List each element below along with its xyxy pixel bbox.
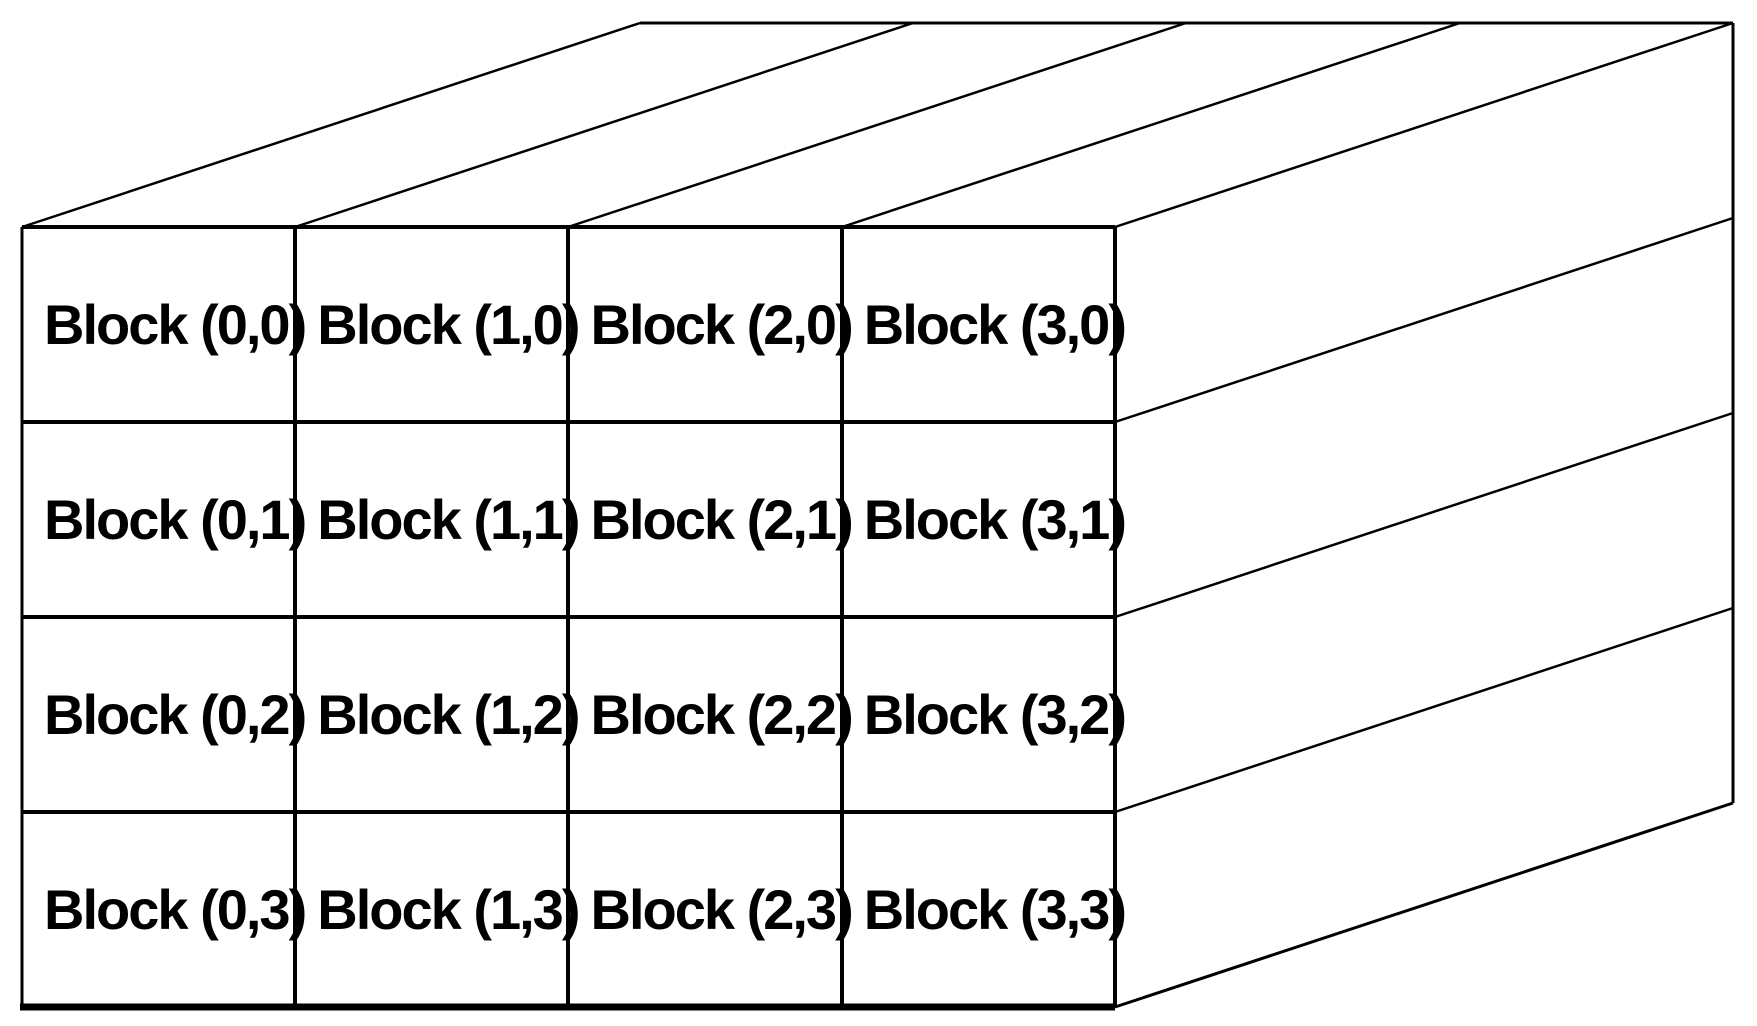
block-label: Block (1,3) [317,878,580,941]
block-label: Block (2,2) [590,683,854,746]
block-label: Block (0,0) [44,293,307,356]
bottom-back-edge [1114,801,1734,1009]
block-label: Block (1,1) [317,488,580,551]
right-depth-line-1 [1114,216,1734,424]
top-depth-line-3 [841,21,1461,229]
block-cell-r3-c2: Block (2,3) [569,812,854,1007]
top-face-depth-lines [21,21,1734,229]
top-right-corner-depth-line [1114,21,1734,229]
top-depth-line-2 [567,21,1187,229]
block-cell-r2-c0: Block (0,2) [22,617,307,812]
block-cell-r3-c3: Block (3,3) [842,812,1127,1007]
right-depth-line-2 [1114,411,1734,619]
block-cell-r0-c3: Block (3,0) [842,227,1127,422]
block-label: Block (1,0) [317,293,580,356]
front-grid-horizontal-lines [20,225,1115,1011]
block-cell-r3-c1: Block (1,3) [295,812,580,1007]
block-label: Block (3,0) [863,293,1127,356]
block-cell-r1-c0: Block (0,1) [22,422,307,617]
block-cell-r3-c0: Block (0,3) [22,812,307,1007]
block-label: Block (2,1) [590,488,854,551]
block-label: Block (0,2) [44,683,307,746]
block-label: Block (2,3) [590,878,854,941]
block-label: Block (0,3) [44,878,307,941]
top-depth-line-1 [294,21,914,229]
block-cell-r2-c3: Block (3,2) [842,617,1127,812]
block-label: Block (0,1) [44,488,307,551]
block-cell-r1-c2: Block (2,1) [569,422,854,617]
block-label: Block (1,2) [317,683,580,746]
block-cell-r0-c0: Block (0,0) [22,227,307,422]
block-cell-r0-c2: Block (2,0) [569,227,854,422]
right-depth-line-3 [1114,606,1734,814]
block-label: Block (2,0) [590,293,854,356]
top-depth-line-0 [21,21,641,229]
block-cell-r1-c1: Block (1,1) [295,422,580,617]
block-label: Block (3,2) [863,683,1127,746]
front-face-grid: Block (0,0) Block (1,0) Block (2,0) Bloc… [22,227,1127,1007]
block-cell-r2-c2: Block (2,2) [569,617,854,812]
block-cell-r2-c1: Block (1,2) [295,617,580,812]
block-label: Block (3,3) [863,878,1127,941]
block-cell-r0-c1: Block (1,0) [295,227,580,422]
block-cell-r1-c3: Block (3,1) [842,422,1127,617]
block-label: Block (3,1) [863,488,1127,551]
right-face-depth-lines [1114,216,1734,814]
back-edges [640,21,1735,1009]
